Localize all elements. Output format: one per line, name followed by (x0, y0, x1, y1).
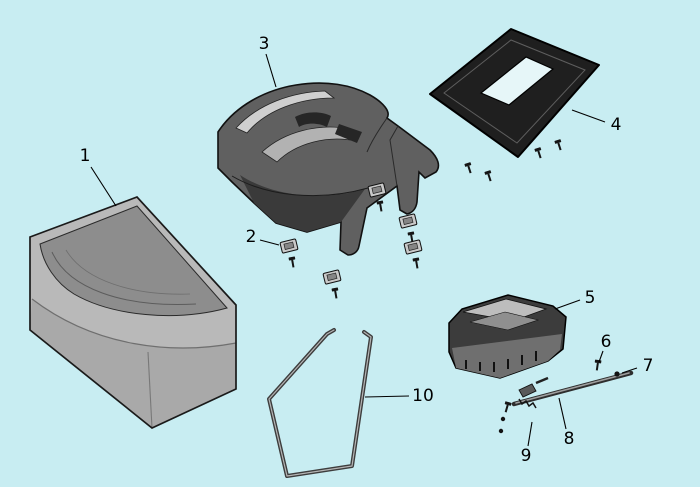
part-7-screw (614, 371, 620, 377)
panel-slot (479, 56, 555, 106)
leader-line-4 (571, 109, 606, 123)
leader-line-6 (598, 350, 604, 363)
pin-icon (592, 358, 603, 372)
screw-icon (501, 400, 513, 415)
screw-icon (483, 169, 495, 184)
part-4-rear-panel (429, 28, 600, 184)
part-5-housing (448, 294, 567, 379)
part-3-top-cover (217, 82, 440, 256)
part-number-1: 1 (80, 146, 91, 166)
part-number-2: 2 (246, 227, 257, 247)
part-number-5: 5 (585, 288, 596, 308)
leader-line-10 (364, 395, 410, 398)
housing-teeth (465, 351, 537, 372)
part-6-pin (592, 358, 603, 372)
clip-icon (322, 269, 342, 285)
leader-line-2 (259, 239, 280, 246)
screw-icon (614, 371, 620, 377)
part-number-7: 7 (643, 356, 654, 376)
spring-icon (518, 398, 537, 409)
leader-line-5 (554, 299, 581, 310)
screw-icon (411, 256, 422, 270)
part-number-10: 10 (412, 386, 434, 406)
clip-icon (279, 238, 299, 254)
part-1-grass-catcher (29, 196, 237, 429)
part-9-lever-assembly (498, 376, 549, 434)
clip-icon (398, 213, 418, 229)
screw-icon (375, 199, 386, 213)
part-10-wire-frame (267, 328, 373, 478)
leader-line-8 (558, 397, 567, 430)
leader-line-9 (527, 421, 533, 447)
part-number-8: 8 (564, 429, 575, 449)
callout-layer: 1 2 3 4 5 6 7 8 9 10 (80, 34, 654, 466)
screw-icon (553, 138, 565, 153)
part-number-3: 3 (259, 34, 270, 54)
leader-line-3 (265, 53, 277, 88)
screw-icon (533, 146, 545, 161)
part-number-9: 9 (521, 446, 532, 466)
leader-line-7 (621, 367, 638, 374)
part-8-rod (511, 370, 634, 407)
part-number-4: 4 (611, 115, 622, 135)
screw-icon (330, 286, 341, 300)
screw-icon (463, 161, 475, 176)
clip-icon (403, 239, 423, 255)
part-number-6: 6 (601, 332, 612, 352)
leader-line-1 (90, 166, 117, 207)
screw-icon (287, 255, 298, 269)
